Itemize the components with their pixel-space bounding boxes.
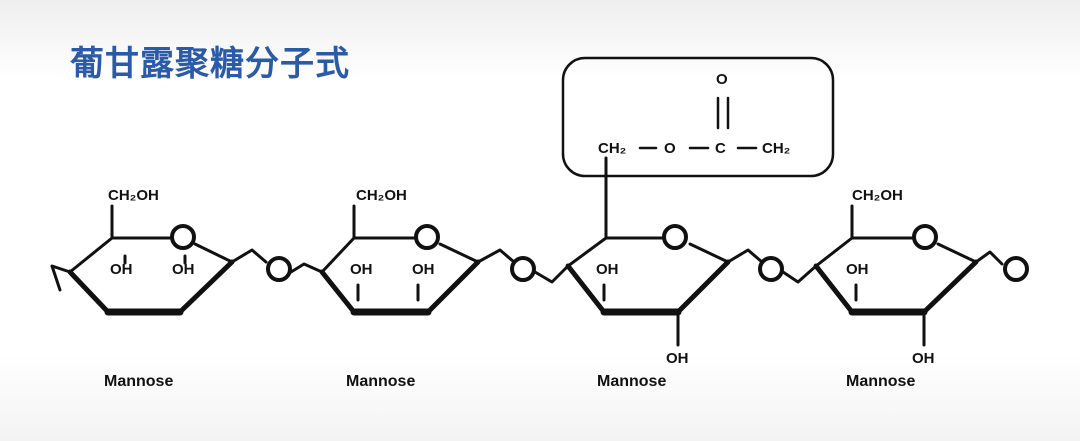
mannose-ring-2	[289, 204, 516, 316]
top-group-label-2: CH₂OH	[356, 187, 407, 204]
mannose-ring-4	[781, 204, 1004, 347]
glycosidic-oxygen-3	[758, 256, 784, 282]
ring-oxygen-4	[912, 224, 938, 250]
unit-name-3: Mannose	[597, 373, 666, 390]
top-group-label-1: CH₂OH	[108, 187, 159, 204]
oh-label-4-bottom: OH	[912, 350, 935, 367]
oh-label-3-bottom: OH	[666, 350, 689, 367]
oh-label-2a: OH	[350, 261, 373, 278]
acetyl-carbon: C	[715, 140, 726, 157]
acetyl-oxygen: O	[664, 140, 676, 157]
acetyl-ch2-left: CH₂	[598, 140, 626, 157]
page-title: 葡甘露聚糖分子式	[70, 44, 350, 84]
ring-oxygen-2	[414, 224, 440, 250]
oh-label-4a: OH	[846, 261, 869, 278]
oh-label-2b: OH	[412, 261, 435, 278]
terminal-oxygen	[1003, 256, 1029, 282]
glycosidic-oxygen-2	[510, 256, 536, 282]
mannose-ring-3	[533, 156, 764, 347]
unit-name-4: Mannose	[846, 373, 915, 390]
unit-name-1: Mannose	[104, 373, 173, 390]
ring-oxygen-1	[170, 224, 196, 250]
oh-label-1a: OH	[110, 261, 133, 278]
glycosidic-oxygen-1	[266, 256, 292, 282]
acetyl-group-box	[561, 56, 835, 178]
unit-name-2: Mannose	[346, 373, 415, 390]
carbonyl-oxygen: O	[716, 71, 728, 88]
oh-label-1b: OH	[172, 261, 195, 278]
top-group-label-4: CH₂OH	[852, 187, 903, 204]
mannose-ring-1	[50, 204, 268, 316]
acetyl-ch2-right: CH₂	[762, 140, 790, 157]
ring-oxygen-3	[662, 224, 688, 250]
oh-label-3a: OH	[596, 261, 619, 278]
